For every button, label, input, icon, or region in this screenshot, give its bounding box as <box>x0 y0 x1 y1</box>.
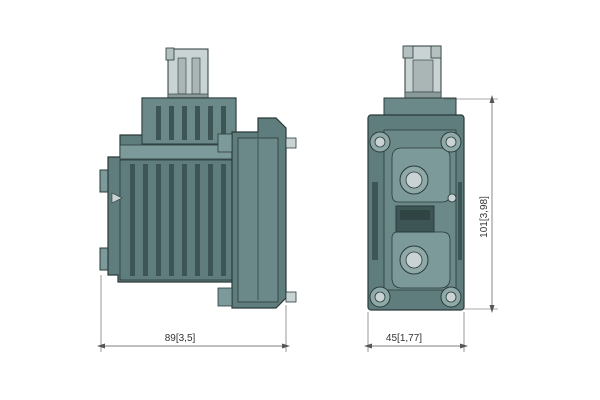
front-bolt-bottom-left <box>369 286 391 308</box>
dim-label-front-width: 45[1,77] <box>386 333 422 344</box>
dim-label-front-height: 101[3,98] <box>479 196 490 238</box>
side-upper-fins <box>156 106 226 140</box>
front-bolt-bottom-right <box>440 286 462 308</box>
side-band <box>119 144 233 160</box>
front-rail-right <box>458 182 462 260</box>
front-view <box>367 45 465 311</box>
side-lug-top-left <box>217 133 233 153</box>
front-knob-bottom <box>399 245 429 275</box>
front-bolt-top-right <box>440 131 462 153</box>
side-view <box>99 47 297 309</box>
dimension-front-height: 101[3,98] <box>444 95 498 313</box>
side-lower-fins <box>130 164 226 276</box>
dimension-front-width: 45[1,77] <box>364 312 468 352</box>
front-knob-top <box>399 165 429 195</box>
dim-label-side-width: 89[3,5] <box>165 333 196 344</box>
front-rail-left <box>372 182 378 260</box>
dimension-side-width: 89[3,5] <box>97 275 290 352</box>
side-screw-top <box>285 137 297 149</box>
side-arrow-mark <box>111 192 123 204</box>
side-connector <box>165 47 209 102</box>
side-lug-bottom-left <box>217 287 233 307</box>
front-side-screw <box>447 193 457 203</box>
front-connector <box>402 45 442 99</box>
side-fin-area <box>119 159 233 281</box>
side-screw-bottom <box>285 291 297 303</box>
front-bolt-top-left <box>369 131 391 153</box>
